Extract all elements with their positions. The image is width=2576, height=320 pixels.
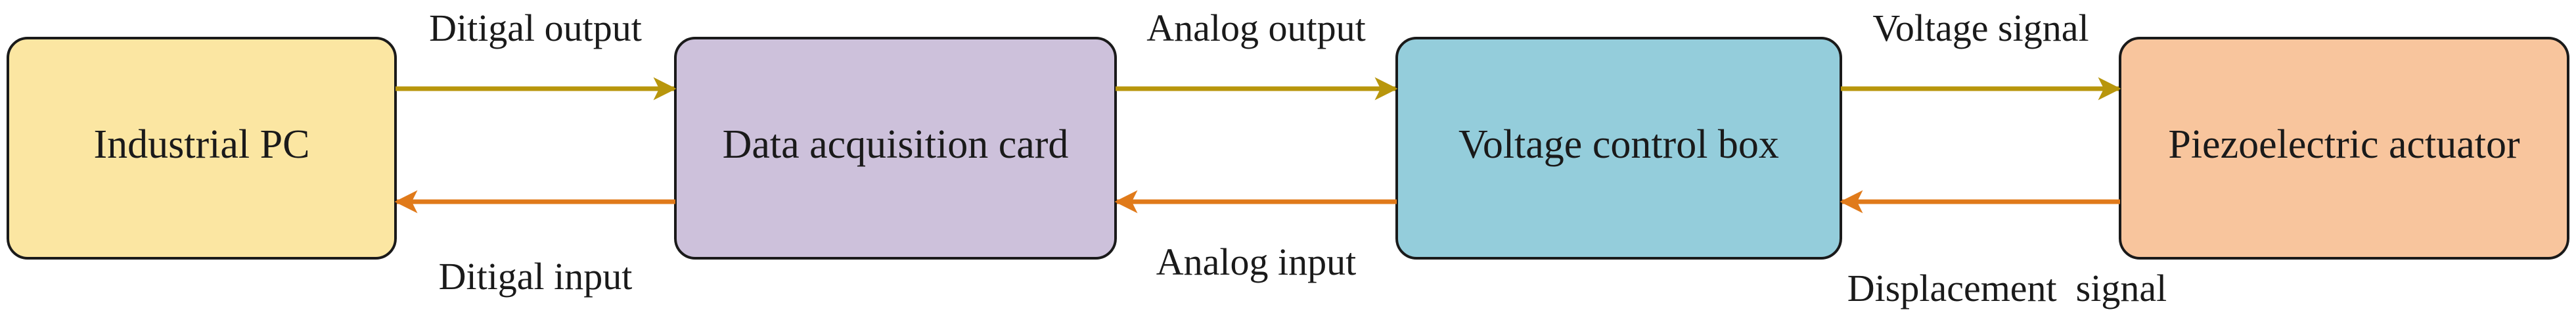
node-industrial-pc: Industrial PC	[7, 37, 397, 260]
label-ditigal-output: Ditigal output	[429, 7, 642, 49]
label-displacement-signal: Displacement signal	[1847, 267, 2167, 309]
label-analog-output: Analog output	[1146, 7, 1365, 49]
node-industrial-pc-box	[7, 37, 397, 260]
node-piezoelectric-actuator-label: Piezoelectric actuator	[2168, 122, 2520, 167]
node-voltage-control-box-label: Voltage control box	[1458, 122, 1779, 167]
label-analog-input: Analog input	[1156, 240, 1356, 283]
node-industrial-pc-label: Industrial PC	[94, 122, 310, 167]
label-voltage-signal: Voltage signal	[1872, 7, 2089, 49]
node-piezoelectric-actuator-box	[2119, 37, 2569, 260]
node-voltage-control-box: Voltage control box	[1395, 37, 1842, 260]
node-data-acquisition-card-box	[674, 37, 1117, 260]
node-piezoelectric-actuator: Piezoelectric actuator	[2119, 37, 2569, 260]
node-data-acquisition-card-label: Data acquisition card	[723, 122, 1069, 167]
node-voltage-control-box-box	[1395, 37, 1842, 260]
node-data-acquisition-card: Data acquisition card	[674, 37, 1117, 260]
label-ditigal-input: Ditigal input	[439, 255, 633, 298]
